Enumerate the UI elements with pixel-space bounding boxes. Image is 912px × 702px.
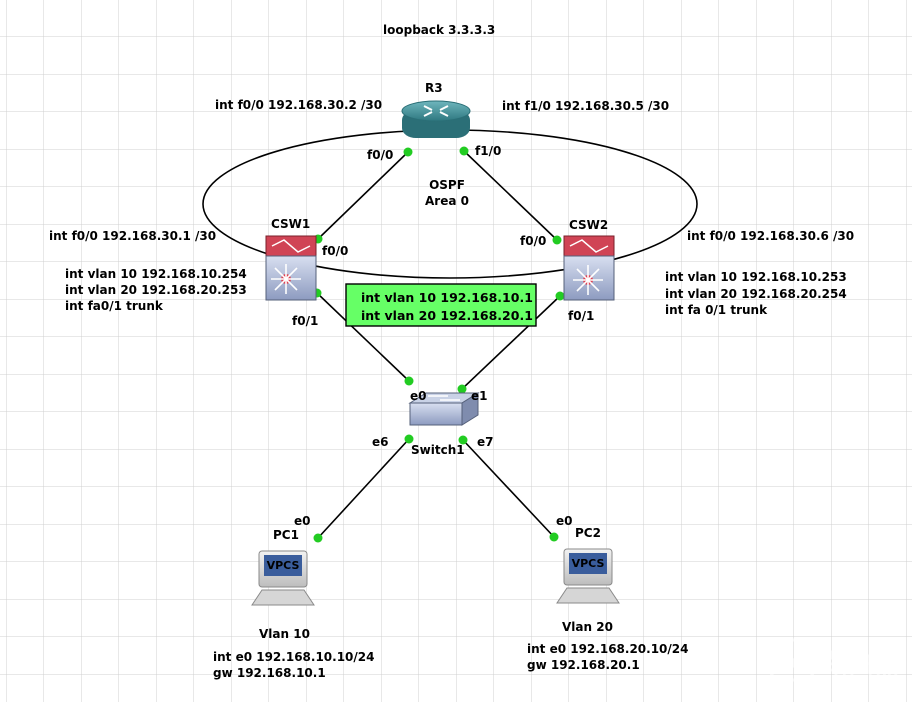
csw2-f00-interface: int f0/0 192.168.30.6 /30 xyxy=(687,229,854,243)
loopback-label: loopback 3.3.3.3 xyxy=(383,23,495,37)
csw1-vlan20: int vlan 20 192.168.20.253 xyxy=(65,283,247,297)
watermark-text: 路由器 xyxy=(822,648,901,679)
pc2-computer-icon[interactable] xyxy=(556,548,620,604)
link-r3-csw1[interactable] xyxy=(317,151,409,240)
csw2-port-up: f0/0 xyxy=(520,234,546,248)
link-csw1-switch1[interactable] xyxy=(316,292,410,382)
r3-name: R3 xyxy=(425,81,443,95)
pc2-ip: int e0 192.168.20.10/24 xyxy=(527,642,689,656)
pc1-ip: int e0 192.168.10.10/24 xyxy=(213,650,375,664)
r3-port-right: f1/0 xyxy=(475,144,501,158)
pc1-gateway: gw 192.168.10.1 xyxy=(213,666,326,680)
switch1-port-e0: e0 xyxy=(410,389,427,403)
ospf-label: OSPF xyxy=(429,178,465,192)
csw2-name: CSW2 xyxy=(569,218,608,232)
pc2-screen-label: VPCS xyxy=(572,557,605,570)
links xyxy=(316,150,561,539)
csw1-trunk: int fa0/1 trunk xyxy=(65,299,164,313)
csw2-switch-icon[interactable] xyxy=(563,235,615,301)
r3-right-interface: int f1/0 192.168.30.5 /30 xyxy=(502,99,669,113)
pc2-vlan: Vlan 20 xyxy=(562,620,613,634)
r3-port-left: f0/0 xyxy=(367,148,393,162)
switch1-icon[interactable] xyxy=(408,392,480,426)
r3-router-icon[interactable] xyxy=(401,100,471,138)
pc1-name: PC1 xyxy=(273,528,299,542)
switch1-port-e6: e6 xyxy=(372,435,389,449)
csw2-trunk: int fa 0/1 trunk xyxy=(665,303,768,317)
switch1-port-e7: e7 xyxy=(477,435,494,449)
link-dot xyxy=(459,146,469,156)
switch1-port-e1: e1 xyxy=(471,389,488,403)
r3-left-interface: int f0/0 192.168.30.2 /30 xyxy=(215,98,382,112)
router-logo-icon xyxy=(768,638,816,682)
link-dot xyxy=(404,376,414,386)
link-switch1-pc1[interactable] xyxy=(317,438,410,539)
vip-box xyxy=(345,283,537,327)
csw1-vlan10: int vlan 10 192.168.10.254 xyxy=(65,267,247,281)
vip-vlan20-label: int vlan 20 192.168.20.1 xyxy=(361,308,533,323)
csw2-vlan10: int vlan 10 192.168.10.253 xyxy=(665,270,847,284)
csw1-switch-icon[interactable] xyxy=(265,235,317,301)
pc1-vlan: Vlan 10 xyxy=(259,627,310,641)
link-dot xyxy=(458,435,468,445)
csw1-name: CSW1 xyxy=(271,217,310,231)
csw2-vlan20: int vlan 20 192.168.20.254 xyxy=(665,287,847,301)
pc1-port: e0 xyxy=(294,514,311,528)
csw2-port-down: f0/1 xyxy=(568,309,594,323)
link-dot xyxy=(555,291,565,301)
link-r3-csw2[interactable] xyxy=(463,150,558,241)
pc2-name: PC2 xyxy=(575,526,601,540)
csw1-port-down: f0/1 xyxy=(292,314,318,328)
watermark: 路由器 xyxy=(768,638,901,682)
switch1-name: Switch1 xyxy=(411,443,465,457)
csw1-f00-interface: int f0/0 192.168.30.1 /30 xyxy=(49,229,216,243)
ospf-area-label: Area 0 xyxy=(425,194,469,208)
link-dot xyxy=(403,147,413,157)
link-dot xyxy=(457,384,467,394)
link-switch1-pc2[interactable] xyxy=(462,439,555,538)
link-dot xyxy=(549,532,559,542)
pc2-gateway: gw 192.168.20.1 xyxy=(527,658,640,672)
pc1-computer-icon[interactable] xyxy=(251,550,315,606)
link-dot xyxy=(313,533,323,543)
link-dot xyxy=(404,434,414,444)
csw1-port-up: f0/0 xyxy=(322,244,348,258)
link-csw2-switch1[interactable] xyxy=(461,295,561,390)
link-dot xyxy=(552,235,562,245)
pc1-screen-label: VPCS xyxy=(267,559,300,572)
vip-vlan10-label: int vlan 10 192.168.10.1 xyxy=(361,290,533,305)
pc2-port: e0 xyxy=(556,514,573,528)
